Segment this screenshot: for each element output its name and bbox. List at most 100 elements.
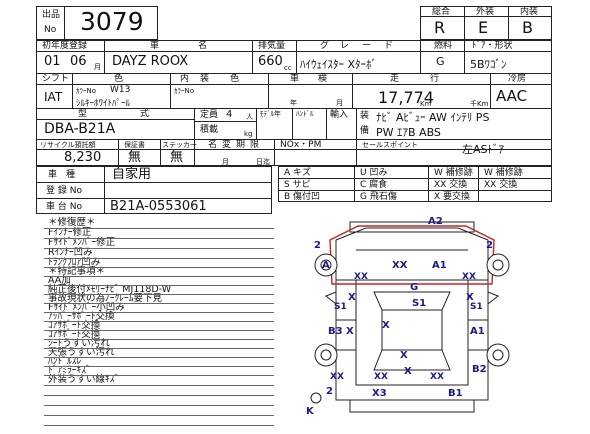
mileage-label-1: 走 — [390, 74, 400, 84]
inspection-label-2: 検 — [318, 74, 328, 84]
info-table — [36, 40, 552, 166]
name-change-label-3: 期 — [236, 140, 246, 150]
first-reg-label: 初年度登録 — [42, 41, 88, 51]
import-label: 輸入 — [330, 110, 349, 120]
shutsupin-label: 出品 — [42, 10, 61, 20]
model-code: DBA-B21A — [44, 121, 116, 137]
note-line: ＊修復歴＊ — [48, 217, 96, 228]
sales-point: 左ASﾄﾞｱ — [462, 143, 505, 156]
displacement: 660 — [258, 54, 283, 69]
grade: ﾊｲｳｪｲｽﾀｰ Xﾀｰﾎﾞ — [300, 58, 378, 71]
damage-mark: X — [400, 350, 408, 361]
equipment-label-2: 備 — [360, 126, 370, 136]
lot-number: 3079 — [80, 7, 144, 36]
note-line: ｺｱｻﾎﾟｰﾄ交換 — [48, 329, 101, 340]
damage-mark: 2 — [326, 386, 333, 397]
color-label: 色 — [114, 74, 124, 84]
legend-x: X 要交換 — [434, 192, 471, 202]
legend-g: G 飛石傷 — [360, 192, 397, 202]
damage-mark: XX — [392, 260, 408, 271]
damage-mark: A2 — [428, 216, 443, 227]
door-shape: 5Bﾜｺﾞﾝ — [470, 58, 507, 71]
grade-label-total: 総合 — [432, 7, 451, 17]
note-line: 純正後付ﾒﾓﾘｰﾅﾋﾞ MJ118D-W — [48, 284, 172, 295]
damage-mark: XX — [330, 372, 344, 382]
damage-mark: K — [306, 406, 314, 417]
grade-interior: B — [522, 18, 533, 37]
note-line: 天張うすい汚れ — [48, 347, 115, 358]
usage: 自家用 — [112, 167, 152, 182]
grade-label-g: グ — [320, 41, 330, 51]
legend-a: A キズ — [284, 168, 312, 178]
equipment-line-1: ﾅﾋﾞ Aﾋﾞｭｰ AW ｲﾝﾃﾘ PS — [376, 111, 490, 124]
capacity: 4 — [226, 109, 233, 120]
color-name: ｼﾙｷｰﾎﾜｲﾄﾊﾟｰﾙ — [76, 99, 131, 109]
note-line: Fｻｲﾄﾞﾒﾝﾊﾞｰ小凹み — [48, 302, 125, 313]
sales-point-label: セールスポイント — [362, 141, 418, 149]
grade-label-exterior: 外装 — [476, 7, 495, 17]
legend-u: U 凹み — [360, 168, 388, 178]
damage-mark: B1 — [448, 388, 463, 399]
person-unit: 人 — [246, 113, 253, 121]
aircon-label: 冷房 — [508, 74, 527, 84]
legend-box — [278, 166, 552, 202]
chassis-no: B21A-0553061 — [110, 199, 207, 214]
grade-exterior: E — [478, 18, 489, 37]
damage-mark: B3 X — [328, 326, 354, 337]
warranty-label: 保証書 — [124, 141, 145, 149]
aircon: AAC — [496, 87, 528, 105]
legend-b: B 傷付凹 — [284, 192, 321, 202]
reg-no-label: 登 録 No — [46, 186, 82, 196]
car-damage-diagram — [310, 221, 510, 413]
note-line: ＊特記事項＊ — [48, 266, 106, 277]
car-name-label-1: 車 — [150, 41, 160, 51]
car-name: DAYZ ROOX — [112, 54, 189, 69]
legend-xx: XX 交換 — [434, 180, 468, 190]
damage-mark: S1 — [334, 302, 347, 312]
lot-no-label: No — [44, 25, 57, 35]
note-line: ｺｱｻﾎﾟｰﾄ交換 — [48, 320, 101, 331]
first-reg-year: 01 — [44, 54, 61, 69]
damage-mark: S1 — [470, 302, 483, 312]
fuel: G — [436, 55, 445, 68]
note-line: ﾄﾞｱﾐﾗｰｷｽﾞ — [48, 365, 91, 376]
damage-mark: X — [466, 292, 474, 303]
grade-label-dash: ー — [362, 41, 372, 51]
damage-mark: G — [410, 282, 419, 293]
damage-mark: S1 — [412, 298, 427, 309]
damage-mark: XX — [430, 372, 444, 382]
legend-w-extra: W 補修跡 — [484, 168, 523, 178]
note-line: Fｲﾝﾅｰ修正 — [48, 227, 92, 238]
damage-mark: XX — [354, 272, 368, 282]
nox-label: NOx・PM — [280, 140, 322, 150]
deadline-day-unit: 日迄 — [256, 158, 270, 166]
note-line: Fｻｲﾄﾞﾒﾝﾊﾞｰ修正 — [48, 237, 116, 248]
grade-label-do: ド — [384, 41, 394, 51]
damage-mark: A1 — [432, 260, 447, 271]
inspection-month-unit: 月 — [336, 99, 343, 107]
note-line: Rｲﾝﾅｰ凹み — [48, 247, 93, 258]
handle-label: ﾊﾝﾄﾞﾙ — [296, 110, 314, 118]
damage-mark: XX — [462, 272, 476, 282]
car-name-label-2: 名 — [198, 41, 208, 51]
legend-xx-extra: XX 交換 — [484, 180, 518, 190]
registration-box — [36, 166, 272, 214]
displacement-label: 排気量 — [258, 41, 286, 51]
usage-label: 車 種 — [48, 170, 76, 180]
note-line: ｱｯﾊﾟｰｻﾎﾟｰﾄ交換 — [48, 311, 115, 322]
km-unit: Km — [420, 100, 432, 108]
damage-mark: A — [322, 260, 330, 271]
mileage-label-2: 行 — [430, 74, 440, 84]
damage-mark: A1 — [470, 326, 485, 337]
fuel-label: 燃料 — [434, 41, 453, 51]
note-line: ﾄﾗﾝｸﾌﾛｱ凹み — [48, 257, 101, 268]
legend-c: C 腐食 — [360, 180, 388, 190]
interior-label-3: 色 — [230, 74, 240, 84]
note-line: ｼｰﾄうすい汚れ — [48, 338, 110, 349]
loading-label: 積載 — [200, 125, 219, 135]
chassis-label: 車 台 No — [46, 202, 82, 212]
damage-mark: X3 — [372, 388, 387, 399]
first-reg-month: 06 — [70, 54, 87, 69]
sticker-label: ステッカー — [162, 141, 197, 149]
note-line: 外装うすい線ｷｽﾞ — [48, 374, 120, 385]
